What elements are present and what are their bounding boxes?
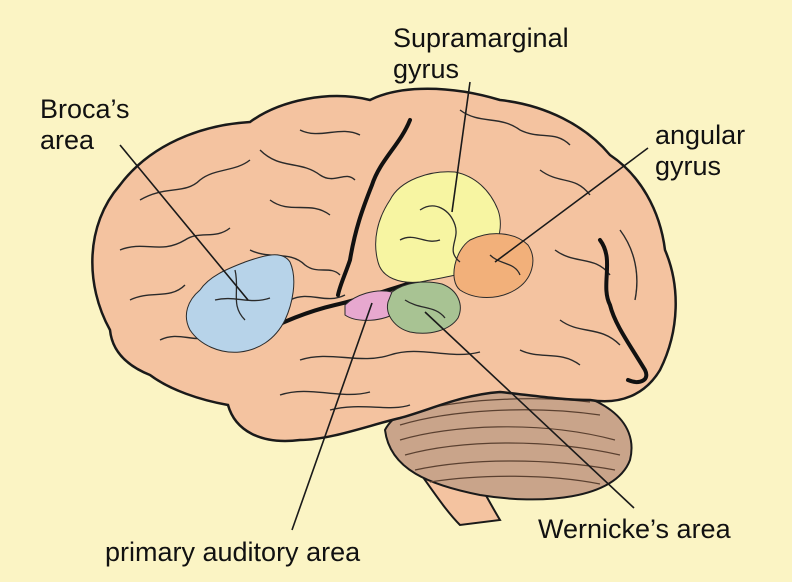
supramarginal-label-line2: gyrus	[393, 54, 460, 84]
region-gyri-lines	[214, 205, 521, 321]
supramarginal-gyrus-label: Supramarginal gyrus	[393, 23, 569, 85]
angular-gyrus-label: angular gyrus	[655, 120, 745, 182]
angular-gyrus	[453, 233, 534, 298]
primary-auditory-area-label: primary auditory area	[105, 537, 361, 567]
broca-label-line1: Broca’s	[40, 94, 130, 124]
supramarginal-pointer	[451, 81, 471, 213]
angular-pointer	[494, 147, 649, 263]
wernicke-area-label: Wernicke’s area	[538, 514, 731, 544]
broca-area-label: Broca’s area	[40, 94, 130, 156]
wernicke-pointer	[424, 311, 635, 509]
broca-pointer	[119, 144, 249, 301]
auditory-pointer	[291, 302, 373, 531]
pointer-lines	[119, 81, 649, 531]
broca-label-line2: area	[40, 125, 95, 155]
angular-label-line1: angular	[655, 120, 746, 150]
broca-area	[185, 254, 295, 353]
angular-label-line2: gyrus	[655, 151, 722, 181]
supramarginal-label-line1: Supramarginal	[393, 23, 569, 53]
